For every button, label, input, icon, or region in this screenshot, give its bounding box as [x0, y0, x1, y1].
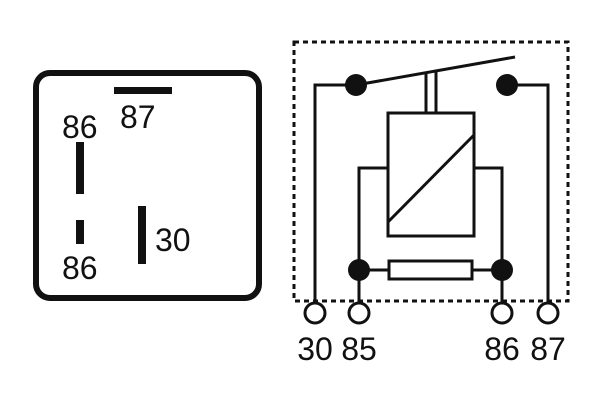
terminal-30-lead: [313, 83, 356, 303]
relay-housing: [292, 40, 570, 303]
coil-lead-86: [474, 166, 504, 303]
terminal-label-85: 85: [341, 331, 377, 367]
terminal-87-lead: [507, 83, 550, 303]
footprint-outline: [33, 70, 262, 301]
resistor-junction-right: [491, 259, 513, 281]
coil-lead-85: [357, 166, 388, 303]
coil-diagonal: [386, 133, 476, 224]
pin-label-30: 30: [155, 222, 191, 258]
pin-label-87: 87: [120, 99, 156, 135]
suppression-resistor: [387, 259, 474, 281]
pin-label-86-bottom: 86: [62, 250, 98, 286]
pin-86-top-blade: [76, 142, 84, 194]
relay-coil: [386, 111, 476, 238]
relay-footprint: 86 87 86 30: [33, 70, 262, 301]
terminal-30: [303, 301, 327, 325]
pin-30-blade: [138, 206, 146, 264]
relay-schematic: 30 85 86 87: [292, 40, 570, 367]
terminal-86: [490, 301, 514, 325]
terminal-label-86: 86: [484, 331, 520, 367]
pin-86-bottom-blade: [76, 220, 84, 244]
terminal-87: [536, 301, 560, 325]
pin-label-86-top: 86: [62, 109, 98, 145]
normally-open-contact: [496, 74, 518, 96]
terminal-label-87: 87: [530, 331, 566, 367]
pin-87-blade: [114, 87, 172, 94]
terminal-label-30: 30: [297, 331, 333, 367]
terminal-85: [347, 301, 371, 325]
resistor-junction-left: [348, 259, 370, 281]
